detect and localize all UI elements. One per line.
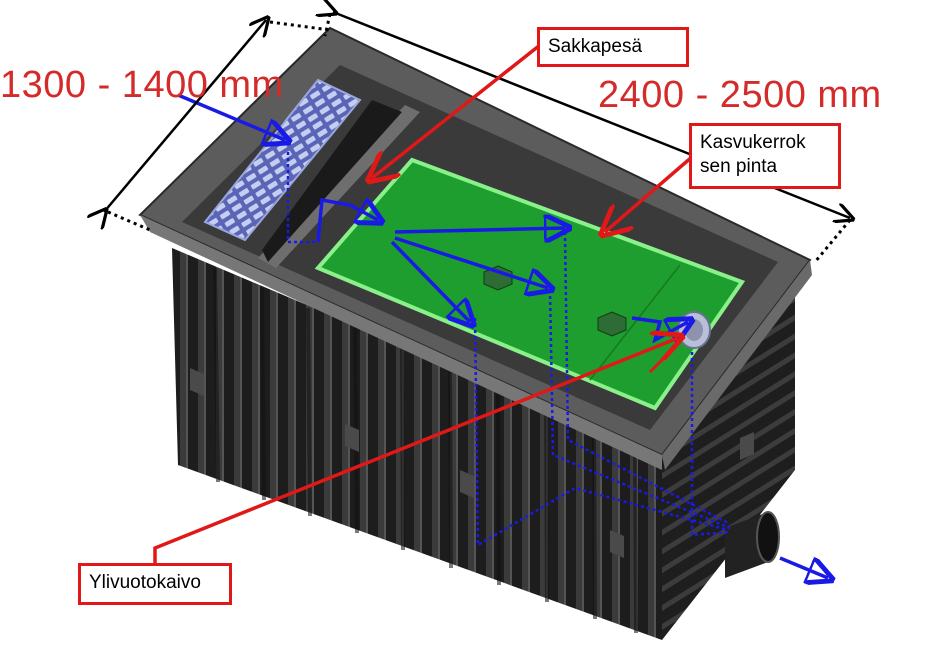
side-wall	[662, 290, 795, 640]
growth-layer-seam	[589, 264, 681, 381]
flow-arrow-3	[390, 240, 470, 322]
width-dimension-arrow	[104, 20, 266, 212]
leader-overflow-well-tail	[648, 340, 682, 374]
callout-sediment-basin-text: Sakkapesä	[548, 36, 643, 57]
callout-growth-layer-line1: Kasvukerrok	[700, 132, 806, 153]
leader-overflow-well	[153, 338, 678, 565]
rim-front-bevel	[140, 215, 662, 470]
callout-growth-layer-surface: Kasvukerrok sen pinta	[689, 123, 841, 189]
overflow-well-top	[677, 311, 711, 349]
width-extension-top	[269, 20, 331, 32]
flow-down-grate	[286, 152, 318, 244]
length-extension-right	[813, 219, 852, 263]
lifting-lug	[460, 470, 474, 498]
flow-overflow-down	[690, 352, 731, 537]
lifting-lug	[190, 368, 204, 396]
flow-outlet-arrow	[779, 556, 828, 578]
width-dimension-label: 1300 - 1400 mm	[0, 64, 284, 106]
callout-overflow-well: Ylivuotokaivo	[78, 563, 232, 605]
leader-arrows	[153, 43, 702, 565]
lifting-lug	[345, 424, 359, 452]
lifting-lug	[740, 432, 754, 460]
callout-growth-layer-line2: sen pinta	[700, 155, 778, 177]
callout-overflow-well-text: Ylivuotokaivo	[89, 572, 201, 593]
width-extension-bottom	[107, 210, 151, 232]
fixture	[483, 265, 513, 291]
fixture	[597, 311, 627, 337]
rim-side-bevel	[662, 260, 812, 470]
flow-infiltration-1	[473, 317, 729, 548]
flow-arrow-1	[394, 228, 565, 232]
leader-sediment-basin	[372, 43, 542, 178]
callout-sediment-basin: Sakkapesä	[537, 27, 689, 67]
flow-arrow-2	[394, 236, 548, 288]
lifting-lug	[610, 530, 624, 558]
leader-growth-layer	[605, 148, 702, 232]
flow-infiltration-2	[548, 289, 731, 530]
length-dimension-label: 2400 - 2500 mm	[598, 74, 882, 116]
outlet-pipe	[725, 511, 780, 578]
